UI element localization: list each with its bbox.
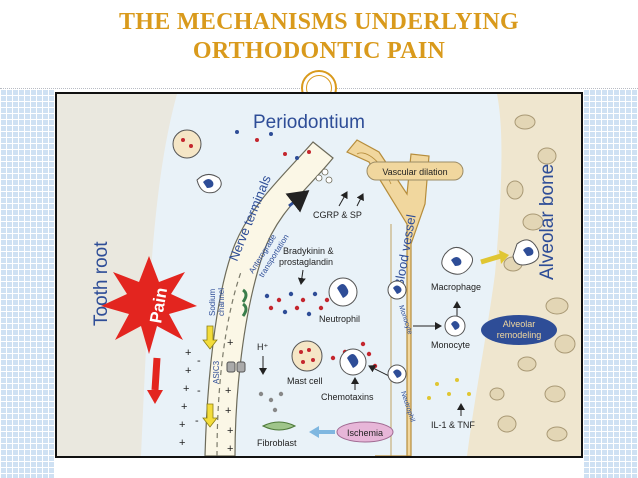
sodium-channel-icon [241,288,248,317]
slide-title-line1: THE MECHANISMS UNDERLYING [118,9,519,35]
fibroblast-cell [261,421,297,431]
nerve-membrane-dash [216,271,242,456]
ischemia-badge [336,421,394,443]
vessel-neutrophil [387,364,407,384]
svg-text:+: + [227,337,233,349]
bradykinin-arrow [297,269,306,285]
alveolar-bone-region [467,94,581,456]
macrophage-to-bone-arrow [480,253,502,265]
slide-title: THE MECHANISMS UNDERLYING ORTHODONTIC PA… [0,8,638,66]
svg-text:+: + [181,401,187,413]
alveolar-remodeling-badge [481,315,557,345]
bone-osteoclast [512,239,540,266]
svg-text:+: + [227,425,233,437]
macrophage-cell [441,247,473,275]
pain-down-arrow-shaft [151,357,161,391]
svg-text:+: + [179,419,185,431]
asic3-channel-icon [226,361,246,373]
mast-cell [291,340,323,372]
monocyte-cell [444,315,466,337]
svg-text:+: + [185,365,191,377]
diagram-canvas: Tooth root Alveolar bone Periodontium Ne… [57,94,581,456]
periodontium-label: Periodontium [253,112,365,133]
svg-text:+: + [225,405,231,417]
svg-text:+: + [227,443,233,455]
tooth-root-label: Tooth root [91,241,112,326]
periodontium-cells [172,129,222,194]
nerve-vesicles [315,168,333,184]
orthodontic-pain-diagram: Tooth root Alveolar bone Periodontium Ne… [55,92,583,458]
alveolar-remodeling-label-1: Alveolar [503,319,536,329]
neutrophil-cell-2 [339,348,367,376]
pain-down-arrow-head [147,390,163,404]
h-plus-label: H⁺ [257,342,268,352]
vascular-dilation-label: Vascular dilation [382,167,447,177]
svg-text:-: - [197,385,201,397]
svg-text:+: + [183,383,189,395]
svg-text:+: + [225,385,231,397]
cgrp-arrow-1 [338,191,348,207]
asic3-label: ASIC3 [212,360,221,384]
cgrp-sp-label: CGRP & SP [313,210,362,220]
vessel-monocyte [387,280,407,300]
fibroblast-label: Fibroblast [257,438,297,448]
svg-text:+: + [179,437,185,449]
alveolar-bone-label: Alveolar bone [537,164,558,280]
sodium-label-1: Sodium [208,289,217,316]
vascular-dilation-box [366,161,464,181]
bradykinin-label-1: Bradykinin & [283,246,334,256]
ischemia-label: Ischemia [347,428,383,438]
macrophage-label: Macrophage [431,282,481,292]
sodium-influx-arrows [202,325,218,428]
anterograde-arrow [285,190,310,213]
neutrophil-label: Neutrophil [319,314,360,324]
right-side-pattern [583,89,638,478]
svg-text:+: + [185,347,191,359]
sodium-label-2: channel [217,288,226,316]
membrane-charges: + + + + + + + + + + + - - - [179,337,233,455]
svg-text:-: - [197,355,201,367]
nerve-terminal [204,141,334,456]
bradykinin-label-2: prostaglandin [279,257,333,267]
mast-cell-label: Mast cell [287,376,323,386]
chemotaxins-label: Chemotaxins [321,392,374,402]
macrophage-to-bone-arrow-head [499,250,509,264]
ischemia-arrow-head [309,426,319,438]
monocyte-label: Monocyte [431,340,470,350]
neutrophil-cell [328,277,358,307]
left-side-pattern [0,89,55,478]
svg-text:-: - [195,415,199,427]
il1-tnf-label: IL-1 & TNF [431,420,475,430]
cgrp-arrow-2 [356,193,364,207]
pain-burst [101,256,197,354]
alveolar-remodeling-label-2: remodeling [497,330,542,340]
slide-title-line2: ORTHODONTIC PAIN [192,38,446,64]
